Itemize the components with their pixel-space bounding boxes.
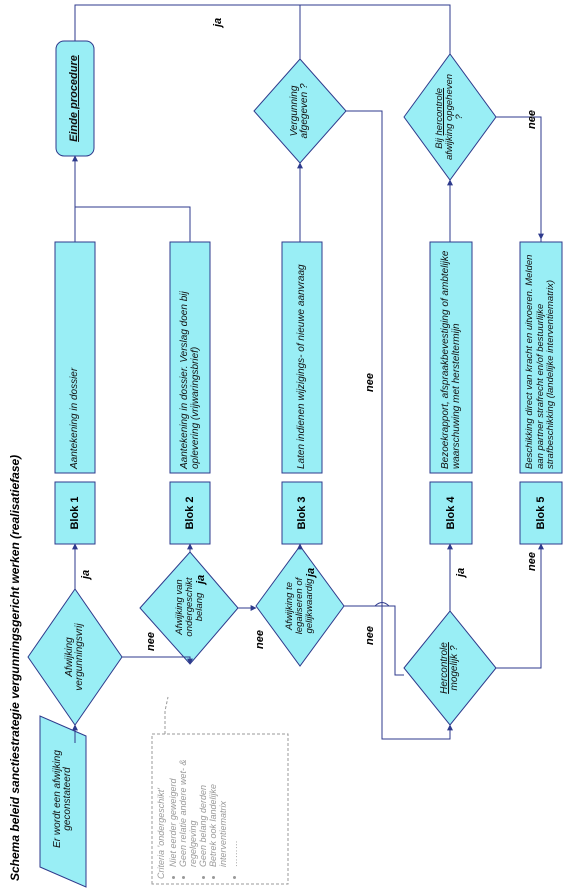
criteria-item: Geen belang derden	[198, 737, 208, 867]
edge-nee-d4: nee	[526, 552, 538, 571]
edge-ja-d1: ja	[80, 569, 92, 579]
action-a1-label: Aantekening in dossier	[69, 367, 81, 469]
decision-d1-label: Afwijking vergunningsvrij	[63, 623, 86, 691]
edge-nee-v1: nee	[364, 373, 376, 392]
criteria-item: ………	[229, 737, 239, 867]
action-a3-label: Laten indienen wijzigings- of nieuwe aan…	[296, 264, 308, 469]
action-a2-label: Aantekening in dossier. Verslag doen bij…	[178, 291, 202, 469]
decision-d4-suffix: mogelijk ?	[449, 645, 460, 691]
end-label: Einde procedure	[68, 55, 81, 142]
criteria-note: Criteria 'ondergeschikt' Niet eerder gew…	[156, 737, 239, 879]
decision-d4-label: Hercontrole mogelijk ?	[432, 623, 468, 713]
edge-ja-d3: ja	[305, 567, 317, 577]
criteria-list: Niet eerder geweigerd Geen relatie ander…	[168, 737, 239, 879]
block-5-label: Blok 5	[535, 496, 547, 530]
block-1-label: Blok 1	[69, 496, 81, 530]
action-a3-shape	[281, 241, 323, 474]
criteria-title: Criteria 'ondergeschikt'	[156, 788, 166, 879]
edge-nee-d1: nee	[145, 632, 157, 651]
edge-ja-top: ja	[212, 17, 224, 27]
criteria-box	[151, 733, 289, 885]
edge-nee-d2: nee	[254, 630, 266, 649]
decision-v1-label: Vergunning afgegeven ?	[288, 83, 311, 139]
action-a4-label: Bezoekrapport, afspraakbevestiging of am…	[439, 250, 463, 469]
diagram-title: Schema beleid sanctiestrategie vergunnin…	[8, 454, 22, 881]
edge-ja-d4: ja	[455, 567, 467, 577]
criteria-item: Niet eerder geweigerd	[168, 737, 178, 867]
action-a5-label: Beschikking direct van kracht en uitvoer…	[523, 254, 557, 469]
start-shape	[39, 715, 87, 888]
edge-nee-d3: nee	[364, 626, 376, 645]
block-2-label: Blok 2	[184, 496, 196, 530]
criteria-item: Geen relatie andere wet- & regelgeving	[178, 737, 198, 867]
block-4-label: Blok 4	[445, 496, 457, 530]
start-label: Er wordt een afwijking geconstateerd	[51, 750, 74, 848]
decision-v2-label: Bij hercontrole afwijking opgeheven ?	[428, 71, 472, 163]
edge-nee-v2: nee	[526, 110, 538, 129]
decision-v2-suffix: afwijking opgeheven ?	[444, 73, 465, 161]
block-3-label: Blok 3	[296, 496, 308, 530]
edge-ja-d2: ja	[195, 574, 207, 584]
action-a4-shape	[429, 241, 473, 474]
criteria-item: Betrek ook landelijke interventiematrix	[208, 737, 228, 867]
